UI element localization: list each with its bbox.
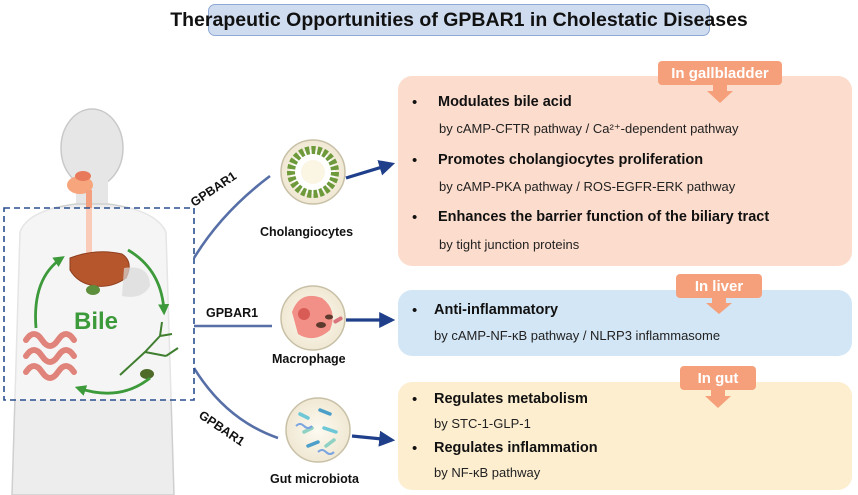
gallbladder-item-3-head: Enhances the barrier function of the bil… [438,209,770,225]
tag-gallbladder-arrow [707,85,733,103]
bullet-icon: • [412,94,418,111]
organ-box [3,207,195,401]
gallbladder-item-2-sub: by cAMP-PKA pathway / ROS-EGFR-ERK pathw… [439,179,736,194]
gut-microbiota-icon [285,397,351,463]
liver-item-1-head: Anti-inflammatory [434,302,559,318]
gallbladder-item-1-head: Modulates bile acid [438,94,572,110]
diagram-title: Therapeutic Opportunities of GPBAR1 in C… [170,8,748,31]
intestine-icon [23,331,77,381]
bile-label: Bile [74,308,119,335]
liver-item-1-sub: by cAMP-NF-κB pathway / NLRP3 inflammaso… [434,328,721,343]
bile-cycle-arrows [34,248,170,396]
gut-item-2-head: Regulates inflammation [434,440,598,456]
tag-liver: In liver [676,274,762,298]
cell-label-macrophage: Macrophage [272,352,346,366]
panel-gallbladder [398,76,852,266]
biliary-tree-icon [119,321,179,376]
bullet-icon: • [412,440,418,457]
bullet-icon: • [412,152,418,169]
gallbladder-item-1-sub: by cAMP-CFTR pathway / Ca²⁺-dependent pa… [439,121,739,136]
tag-gallbladder: In gallbladder [658,61,782,85]
panel-gut [398,382,852,490]
cell-label-cholangiocytes: Cholangiocytes [260,225,354,239]
cell-label-gut-microbiota: Gut microbiota [270,472,359,486]
title-box: Therapeutic Opportunities of GPBAR1 in C… [170,4,748,36]
panel-liver [398,290,852,356]
bullet-icon: • [412,209,418,226]
gut-item-1-head: Regulates metabolism [434,391,588,407]
tag-gut: In gut [680,366,756,390]
cell-to-panel-arrows [345,160,396,447]
cholangiocyte-icon [280,139,346,205]
macrophage-icon [280,285,346,351]
bullet-icon: • [412,391,418,408]
esophagus-icon [86,190,92,256]
bullet-icon: • [412,302,418,319]
gallbladder-icon [86,285,100,295]
gallbladder-item-2-head: Promotes cholangiocytes proliferation [438,152,704,168]
gallbladder-item-3-sub: by tight junction proteins [439,237,580,252]
gut-item-1-sub: by STC-1-GLP-1 [434,416,531,431]
gut-item-2-sub: by NF-κB pathway [434,465,541,480]
tag-liver-arrow [706,298,732,314]
gpbar1-label-middle: GPBAR1 [206,306,259,320]
gpbar1-arrows [192,174,279,440]
tag-gut-arrow [705,390,731,408]
mouth-icon [67,176,93,194]
